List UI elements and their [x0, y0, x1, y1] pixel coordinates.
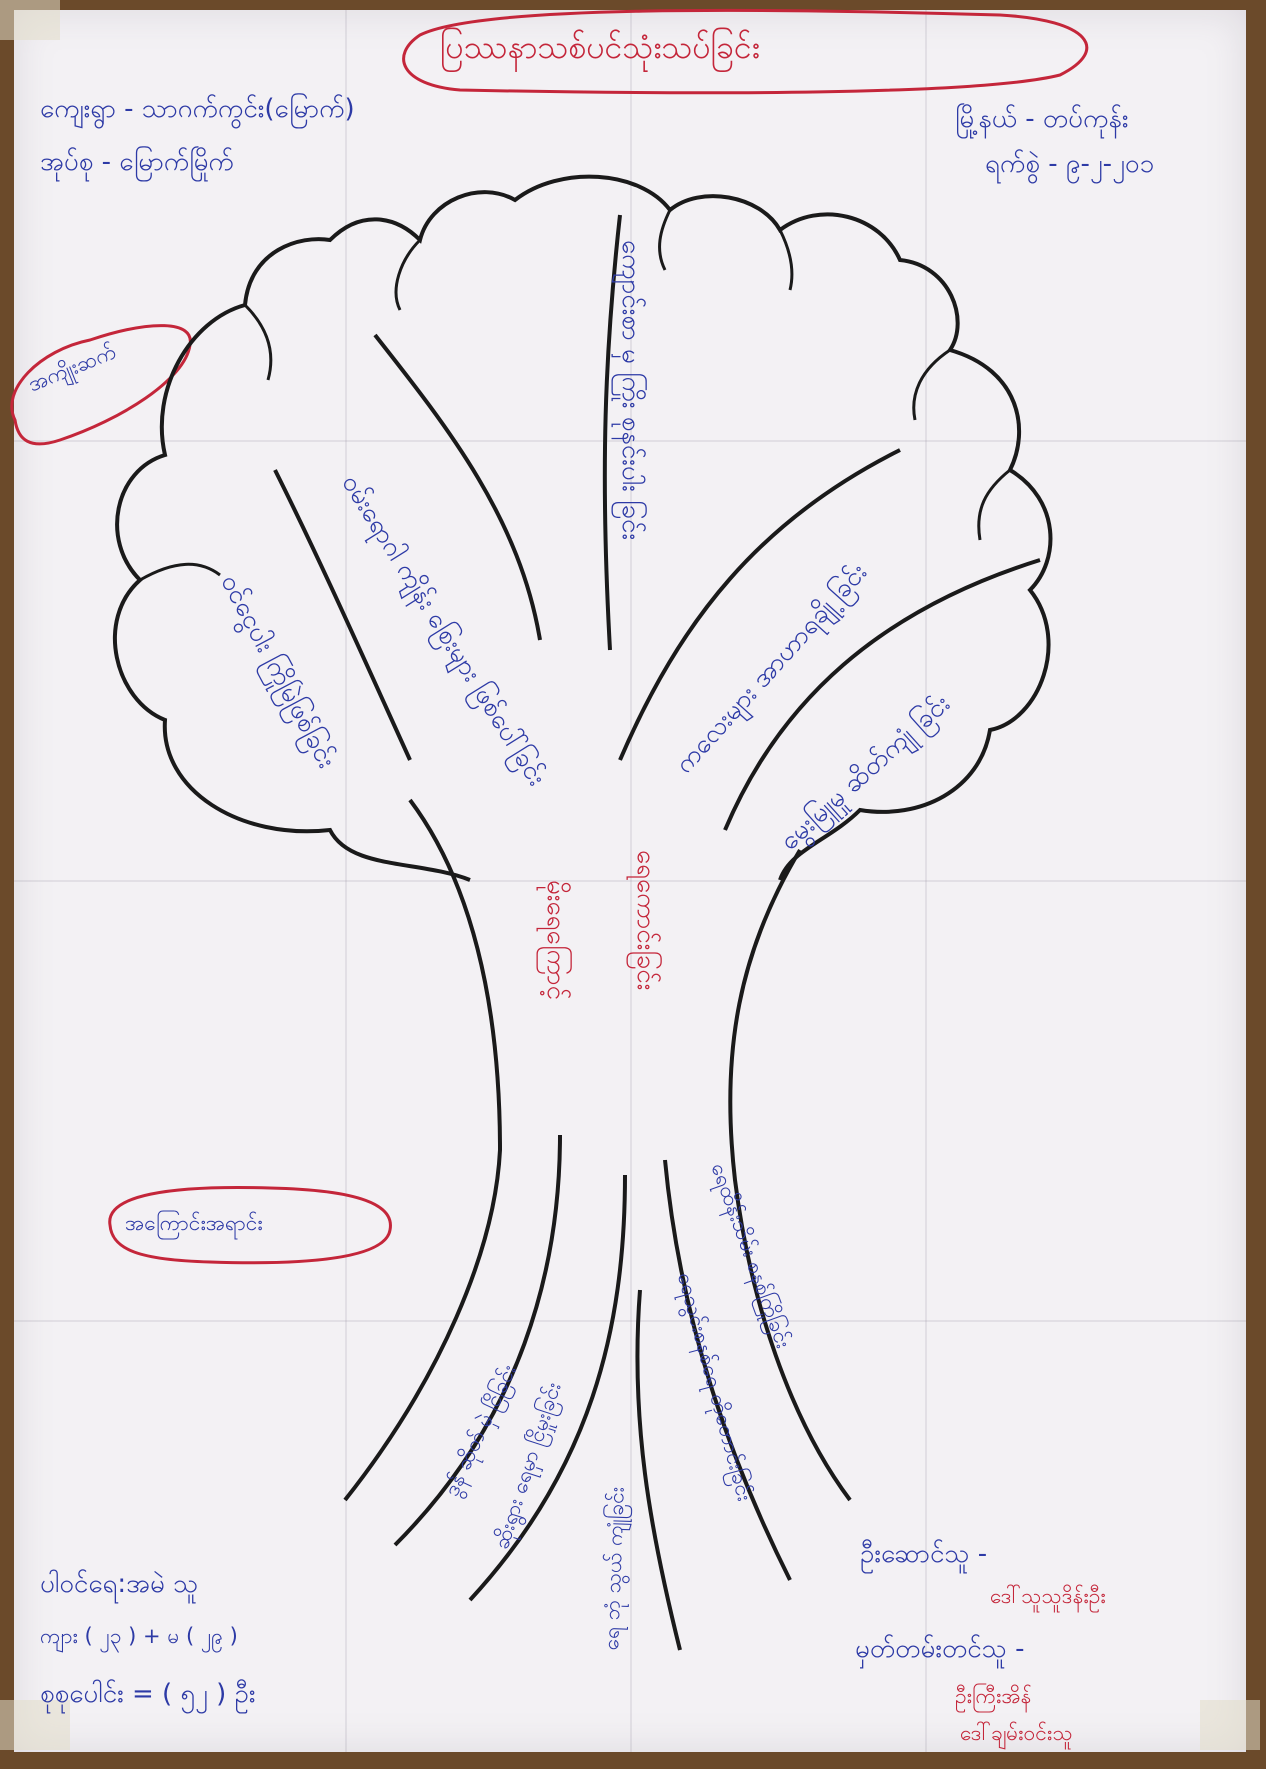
- tree-canopy-outline: [112, 174, 1053, 882]
- recorder-name-1: ဦးကြီးအိန်: [955, 1684, 1032, 1708]
- branch-2: [373, 333, 542, 641]
- trunk-right: [728, 848, 852, 1502]
- canopy-scallop-3: [778, 229, 794, 291]
- tape-top-left: [0, 0, 60, 40]
- recorder-name-2: ဒေါ်ချမ်းဝင်းသူ: [960, 1721, 1073, 1745]
- village-line: ကျေးရွာ - သာဂက်ကွင်း(မြောက်): [40, 94, 355, 124]
- fold-line-horizontal-1: [14, 440, 1246, 442]
- total-line: စုစုပေါင်း = ( ၅၂ ) ဦး: [40, 1679, 256, 1709]
- canopy-scallop-1: [394, 238, 422, 311]
- canopy-item-3: ကျောင်းစာ မှ ကြိုး စုနင်းပါး ခြင်း: [616, 240, 646, 541]
- canopy-scallop-6: [912, 348, 951, 421]
- tape-bottom-left: [0, 1700, 70, 1750]
- facilitator-label: ဦးဆောင်သူ -: [860, 1539, 988, 1569]
- canopy-scallop-7: [977, 468, 1011, 541]
- group-line: အုပ်စု - မြောက်မြိုက်: [40, 147, 234, 177]
- root-3: [635, 1289, 682, 1651]
- poster-title: ပြဿနာသစ်ပင်သုံးသပ်ခြင်း: [440, 28, 760, 66]
- root-4: [663, 1159, 792, 1581]
- root-1: [393, 1134, 562, 1547]
- branch-1: [273, 469, 412, 761]
- causes-label: အကြောင်းအရာင်း: [125, 1211, 263, 1235]
- branch-3: [602, 214, 622, 651]
- fold-line-vertical-2: [630, 10, 632, 1752]
- canopy-scallop-5: [139, 562, 221, 582]
- poster-paper: [14, 10, 1246, 1752]
- date-line: ရက်စွဲ - ၉-၂-၂၀၁: [985, 149, 1155, 179]
- title-bubble: [402, 8, 1089, 95]
- facilitator-name: ဒေါ်သူသူဒိန်းဦး: [990, 1584, 1106, 1608]
- fold-line-horizontal-2: [14, 880, 1246, 882]
- canopy-scallop-2: [658, 209, 672, 271]
- recorder-label: မှတ်တမ်းတင်သူ -: [855, 1634, 1025, 1664]
- tape-bottom-right: [1200, 1700, 1260, 1750]
- township-line: မြို့နယ် - တပ်ကုန်း: [955, 104, 1129, 134]
- fold-line-vertical-1: [345, 10, 347, 1752]
- branch-4: [618, 448, 901, 761]
- trunk-text-1: မိုးရေကြောင့်: [541, 880, 571, 1001]
- causes-bubble: [108, 1186, 392, 1265]
- fold-line-vertical-3: [925, 10, 927, 1752]
- trunk-text-2: ရေကောင်းခြင်း: [631, 850, 661, 991]
- root-2: [468, 1174, 627, 1602]
- trunk-left: [343, 798, 503, 1502]
- canopy-scallop-4: [243, 303, 273, 381]
- fold-line-horizontal-3: [14, 1320, 1246, 1322]
- participants-line: ပါဝင်ရေ:အမဲ သူ: [40, 1569, 199, 1599]
- male-female-line: ကျား ( ၂၃ ) + မ ( ၂၉ ): [40, 1624, 238, 1648]
- branch-5: [723, 558, 1041, 831]
